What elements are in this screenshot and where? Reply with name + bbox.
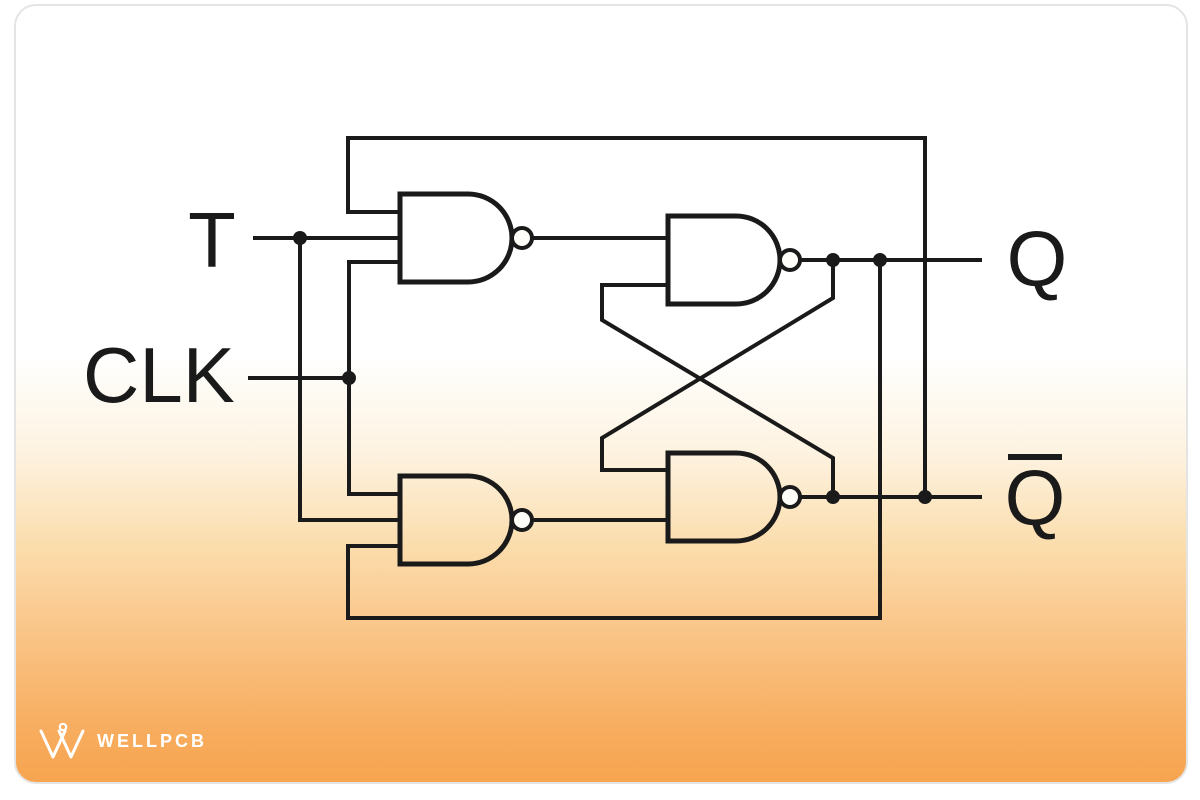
diagram-card [14,4,1188,784]
logo-v-right [57,729,85,759]
wires [248,136,982,620]
nand-gate-3-body [665,213,783,307]
nand-gate-1 [397,191,534,285]
nand-gate-3-inverter-bubble [778,248,802,272]
wellpcb-watermark: WELLPCB [38,722,207,760]
wire-clk-branch [347,260,400,496]
junction-q-cross [826,253,840,267]
nand-gate-4 [665,450,802,544]
label-clk: CLK [83,331,235,419]
wellpcb-logo-icon [39,722,85,759]
nand-gate-4-body [665,450,783,544]
wire-cross-q-to-gate4 [600,260,835,472]
nand-gate-2 [397,473,534,567]
junction-qbar-feedback [918,490,932,504]
junction-qbar-cross [826,490,840,504]
junction-q-feedback [873,253,887,267]
nand-gate-2-body [397,473,515,567]
wellpcb-logo-text: WELLPCB [97,730,207,751]
junction-dots [293,231,932,504]
nand-gate-4-inverter-bubble [778,485,802,509]
signal-labels: T CLK Q Q [83,196,1067,542]
logo-pin-dot [58,722,68,732]
nand-gates [397,191,802,567]
nand-gate-1-body [397,191,515,285]
wire-qbar-feedback-top-rail [346,136,927,497]
wire-t-branch [298,238,400,522]
wire-cross-qbar-to-gate3 [600,283,835,497]
junction-clk [342,371,356,385]
nand-gate-1-inverter-bubble [510,226,534,250]
junction-t [293,231,307,245]
label-q: Q [1007,215,1068,303]
logo-v-left [39,729,67,759]
nand-gate-2-inverter-bubble [510,508,534,532]
label-q-bar: Q [1005,454,1066,542]
nand-gate-3 [665,213,802,307]
label-t: T [188,196,236,284]
